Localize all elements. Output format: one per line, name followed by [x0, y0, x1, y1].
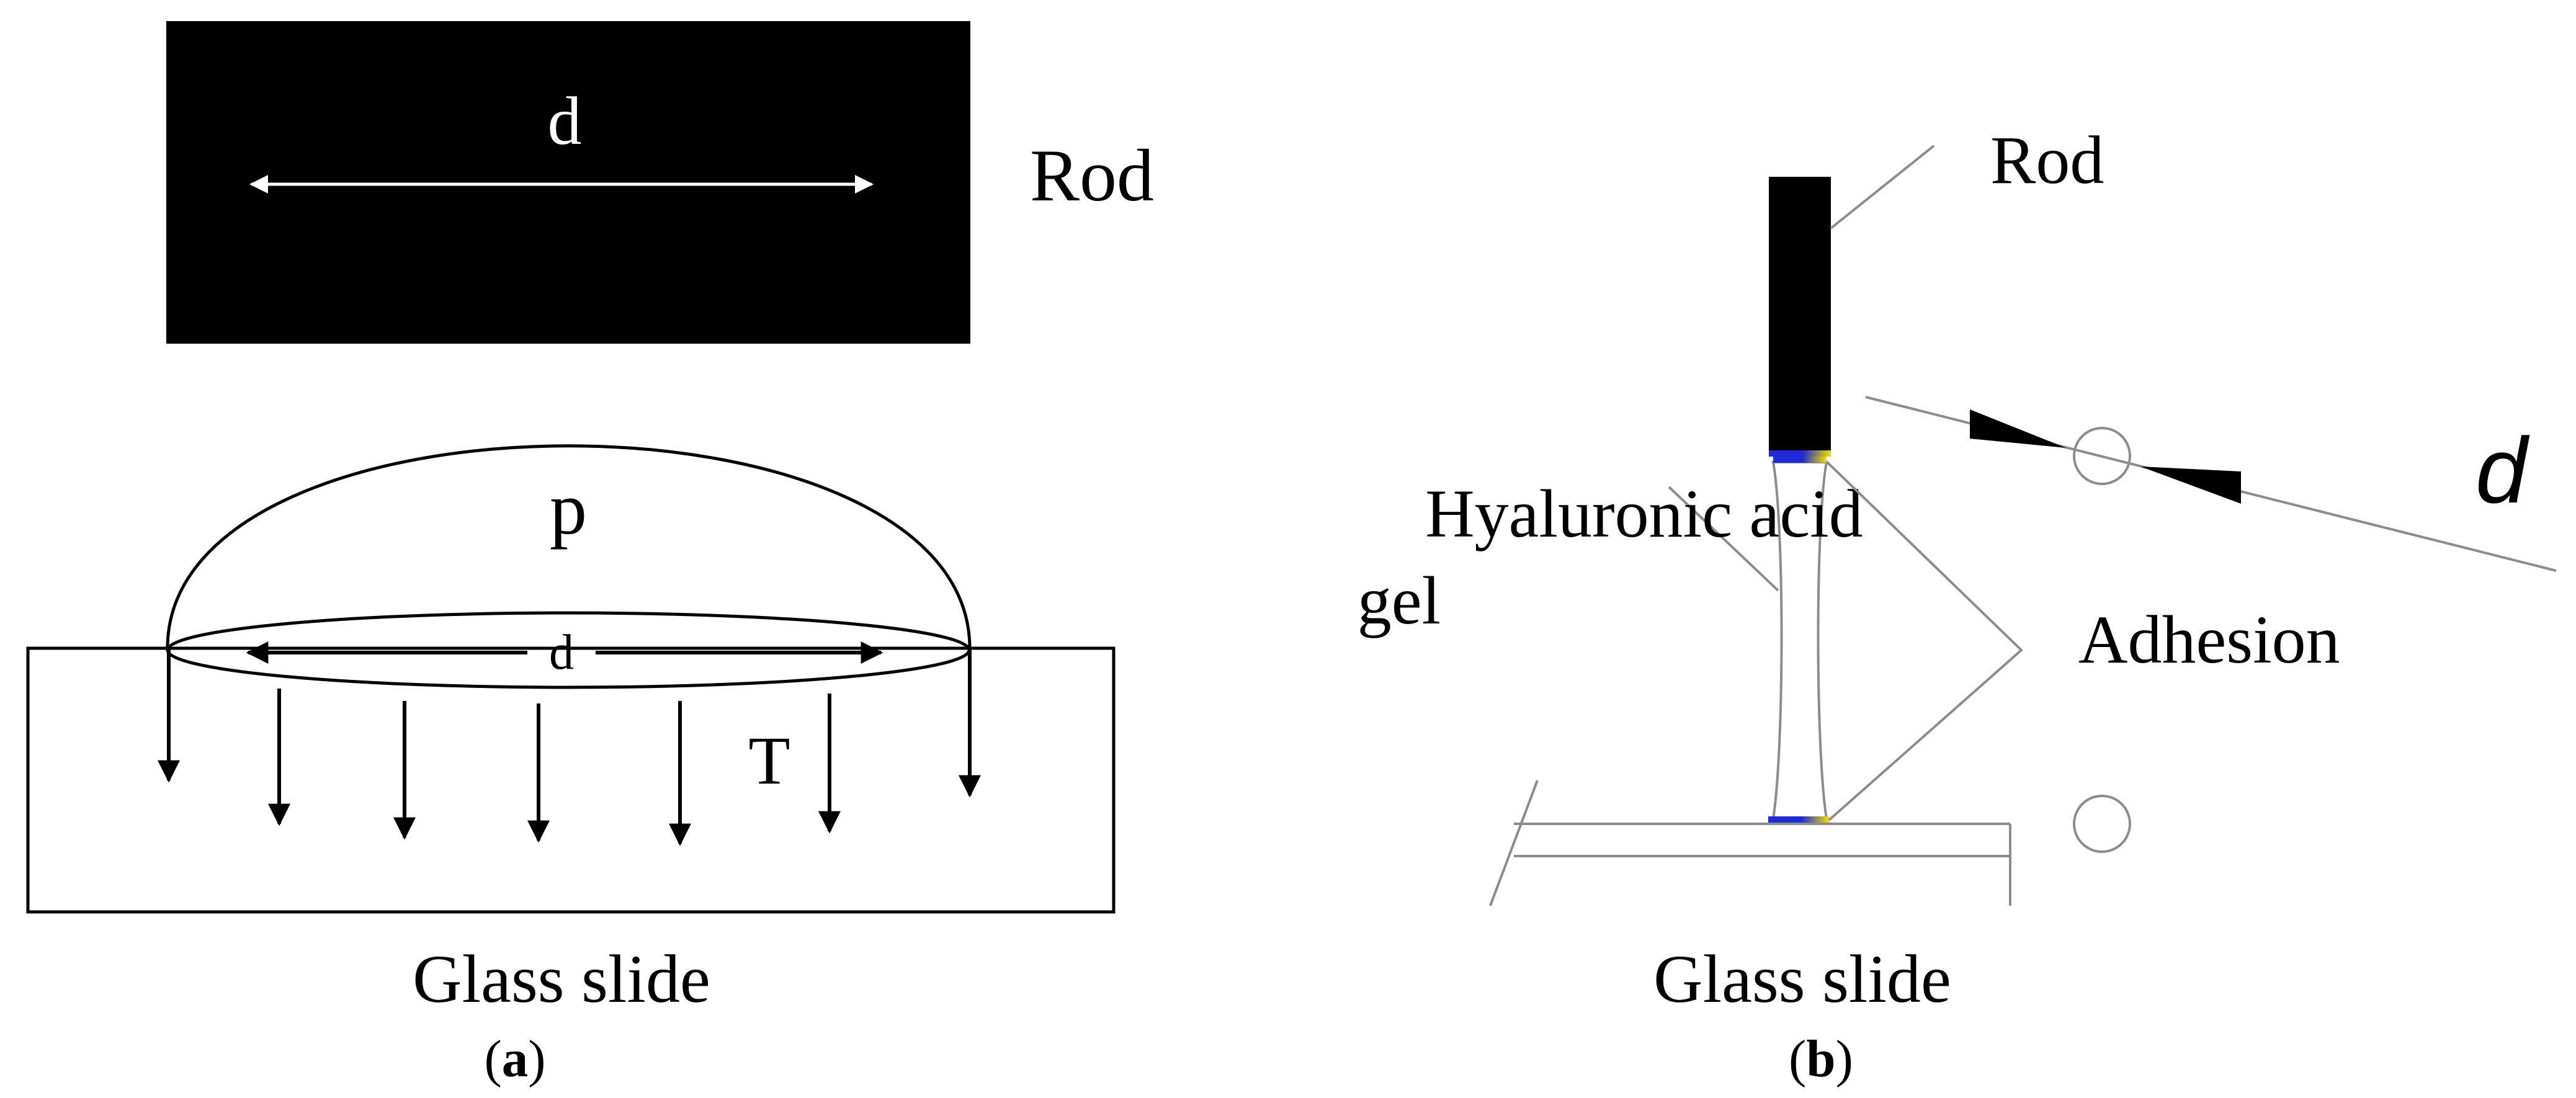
- rod-tip-gradient: [1769, 450, 1831, 457]
- gel-leader-line: [1668, 486, 1779, 592]
- caption-b: (b): [1789, 1030, 1853, 1088]
- gel-top-contact: [1773, 457, 1827, 463]
- rod-a: [166, 21, 970, 344]
- glass-slide-b: [1489, 780, 2011, 906]
- d-label: d: [2475, 418, 2530, 522]
- glass-slide-label-b: Glass slide: [1653, 941, 1951, 1017]
- rod-b: [1769, 177, 1831, 455]
- gel-label-line2: gel: [1357, 563, 1441, 638]
- glass-slide-a: [26, 646, 1116, 914]
- gel-bottom-contact: [1768, 816, 1829, 824]
- adhesion-leader: [1826, 461, 2023, 821]
- drop-outline: [166, 444, 972, 649]
- glass-slide-label-a: Glass slide: [413, 941, 710, 1017]
- slide-left-end: [1489, 780, 1539, 906]
- slide-circle: [2073, 795, 2131, 853]
- rod-diameter-label: d: [548, 83, 582, 159]
- tension-label: T: [748, 723, 790, 798]
- rod-label-b: Rod: [1990, 122, 2104, 198]
- tension-arrows: [158, 648, 981, 846]
- panel-b: Rod Hyaluronic acid gel Adhesion d Glass…: [1357, 122, 2557, 1088]
- gel-label-line1: Hyaluronic acid: [1425, 476, 1863, 551]
- contact-diameter-label: d: [549, 625, 574, 680]
- caption-a: (a): [484, 1030, 545, 1088]
- d-circle: [2073, 427, 2131, 485]
- drop-label: p: [550, 467, 587, 550]
- rod-label-a: Rod: [1030, 134, 1154, 216]
- d-arrow-left: [1970, 409, 2066, 448]
- d-arrow-right: [2140, 466, 2241, 504]
- rod-leader-line: [1830, 145, 1935, 230]
- adhesion-label: Adhesion: [2078, 602, 2340, 677]
- panel-a: d Rod p d T Glass slide (a): [26, 21, 1154, 1088]
